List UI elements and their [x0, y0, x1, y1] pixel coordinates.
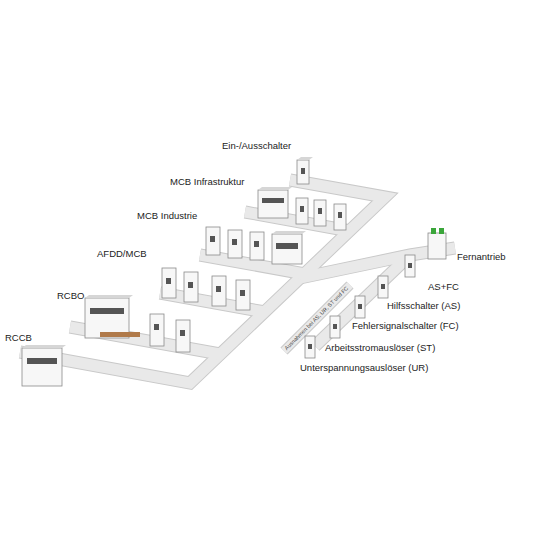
product-label: Hilfsschalter (AS) [387, 300, 460, 311]
product-label: RCBO [57, 290, 84, 301]
product-label: Arbeitsstromauslöser (ST) [325, 342, 435, 353]
product-label: MCB Industrie [137, 210, 197, 221]
product-label: Fehlersignalschalter (FC) [352, 320, 459, 331]
product-label: AS+FC [428, 281, 459, 292]
devices [22, 157, 446, 386]
product-label: MCB Infrastruktur [170, 176, 244, 187]
din-rails [20, 180, 455, 383]
product-label: RCCB [5, 332, 32, 343]
product-label: AFDD/MCB [97, 248, 147, 259]
product-label: Fernantrieb [457, 251, 506, 262]
rail-note: Ausnahmen bei AS, UR, ST und FC [284, 285, 351, 352]
product-label: Unterspannungsauslöser (UR) [300, 362, 428, 373]
product-label: Ein-/Ausschalter [222, 140, 291, 151]
